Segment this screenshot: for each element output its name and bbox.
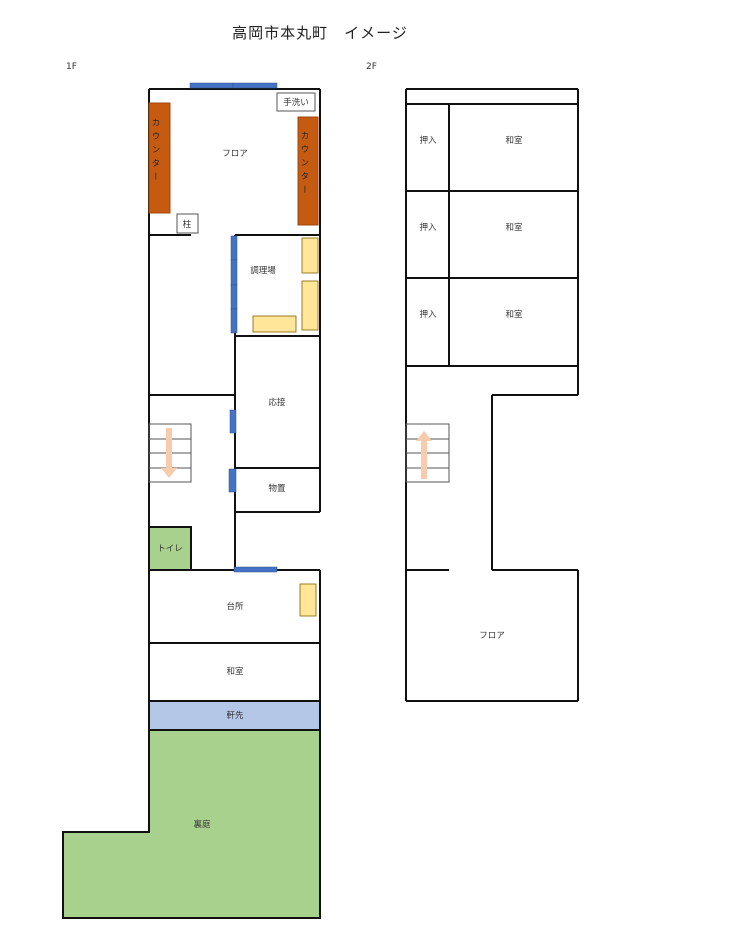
page-title: 高岡市本丸町 イメージ: [232, 24, 408, 42]
floor-label-2f: 2F: [366, 62, 377, 72]
label-room-1: 和室: [505, 135, 523, 146]
label-kitchen-work: 調理場: [250, 265, 276, 276]
label-room-2: 和室: [505, 222, 523, 233]
label-closet-3: 押入: [419, 309, 437, 320]
walls-2f: [405, 88, 579, 702]
door-storage: [228, 468, 237, 493]
label-storage: 物置: [268, 483, 286, 494]
window-top-1: [189, 82, 234, 89]
label-floor-1f: フロア: [222, 149, 248, 159]
pillar-box: [176, 213, 199, 234]
label-toilet: トイレ: [157, 544, 183, 554]
handwash-box: [276, 92, 316, 112]
window-top-2: [232, 82, 278, 89]
arrow-up-icon: [416, 431, 432, 479]
fixture-2: [301, 280, 319, 331]
label-closet-1: 押入: [419, 135, 437, 146]
label-counter-right: カウンター: [299, 131, 309, 199]
stairs-2f: [405, 423, 450, 483]
door-kitchen-4: [230, 308, 238, 334]
counter-right: [297, 116, 319, 226]
door-kitchen-2: [230, 259, 238, 286]
label-counter-left: カウンター: [150, 118, 160, 186]
door-kitchen-back: [233, 566, 278, 573]
fixture-1: [301, 237, 319, 274]
label-eaves: 軒先: [226, 710, 244, 721]
door-kitchen-3: [230, 284, 238, 310]
label-reception: 応接: [268, 397, 286, 408]
door-kitchen-1: [230, 235, 238, 261]
label-handwash: 手洗い: [283, 97, 309, 108]
floor-label-1f: 1F: [66, 62, 77, 72]
label-pillar: 柱: [183, 219, 192, 230]
label-closet-2: 押入: [419, 222, 437, 233]
label-room-3: 和室: [505, 309, 523, 320]
label-backyard: 裏庭: [193, 819, 211, 830]
door-reception: [229, 409, 237, 434]
label-floor-2f: フロア: [479, 631, 505, 641]
arrow-down-icon: [161, 428, 177, 478]
fixture-3: [252, 315, 297, 333]
backyard-area: [62, 729, 321, 919]
counter-left: [148, 102, 171, 214]
label-kitchen: 台所: [226, 601, 244, 612]
fixture-4: [299, 583, 317, 617]
label-japanese-room-1f: 和室: [226, 666, 244, 677]
